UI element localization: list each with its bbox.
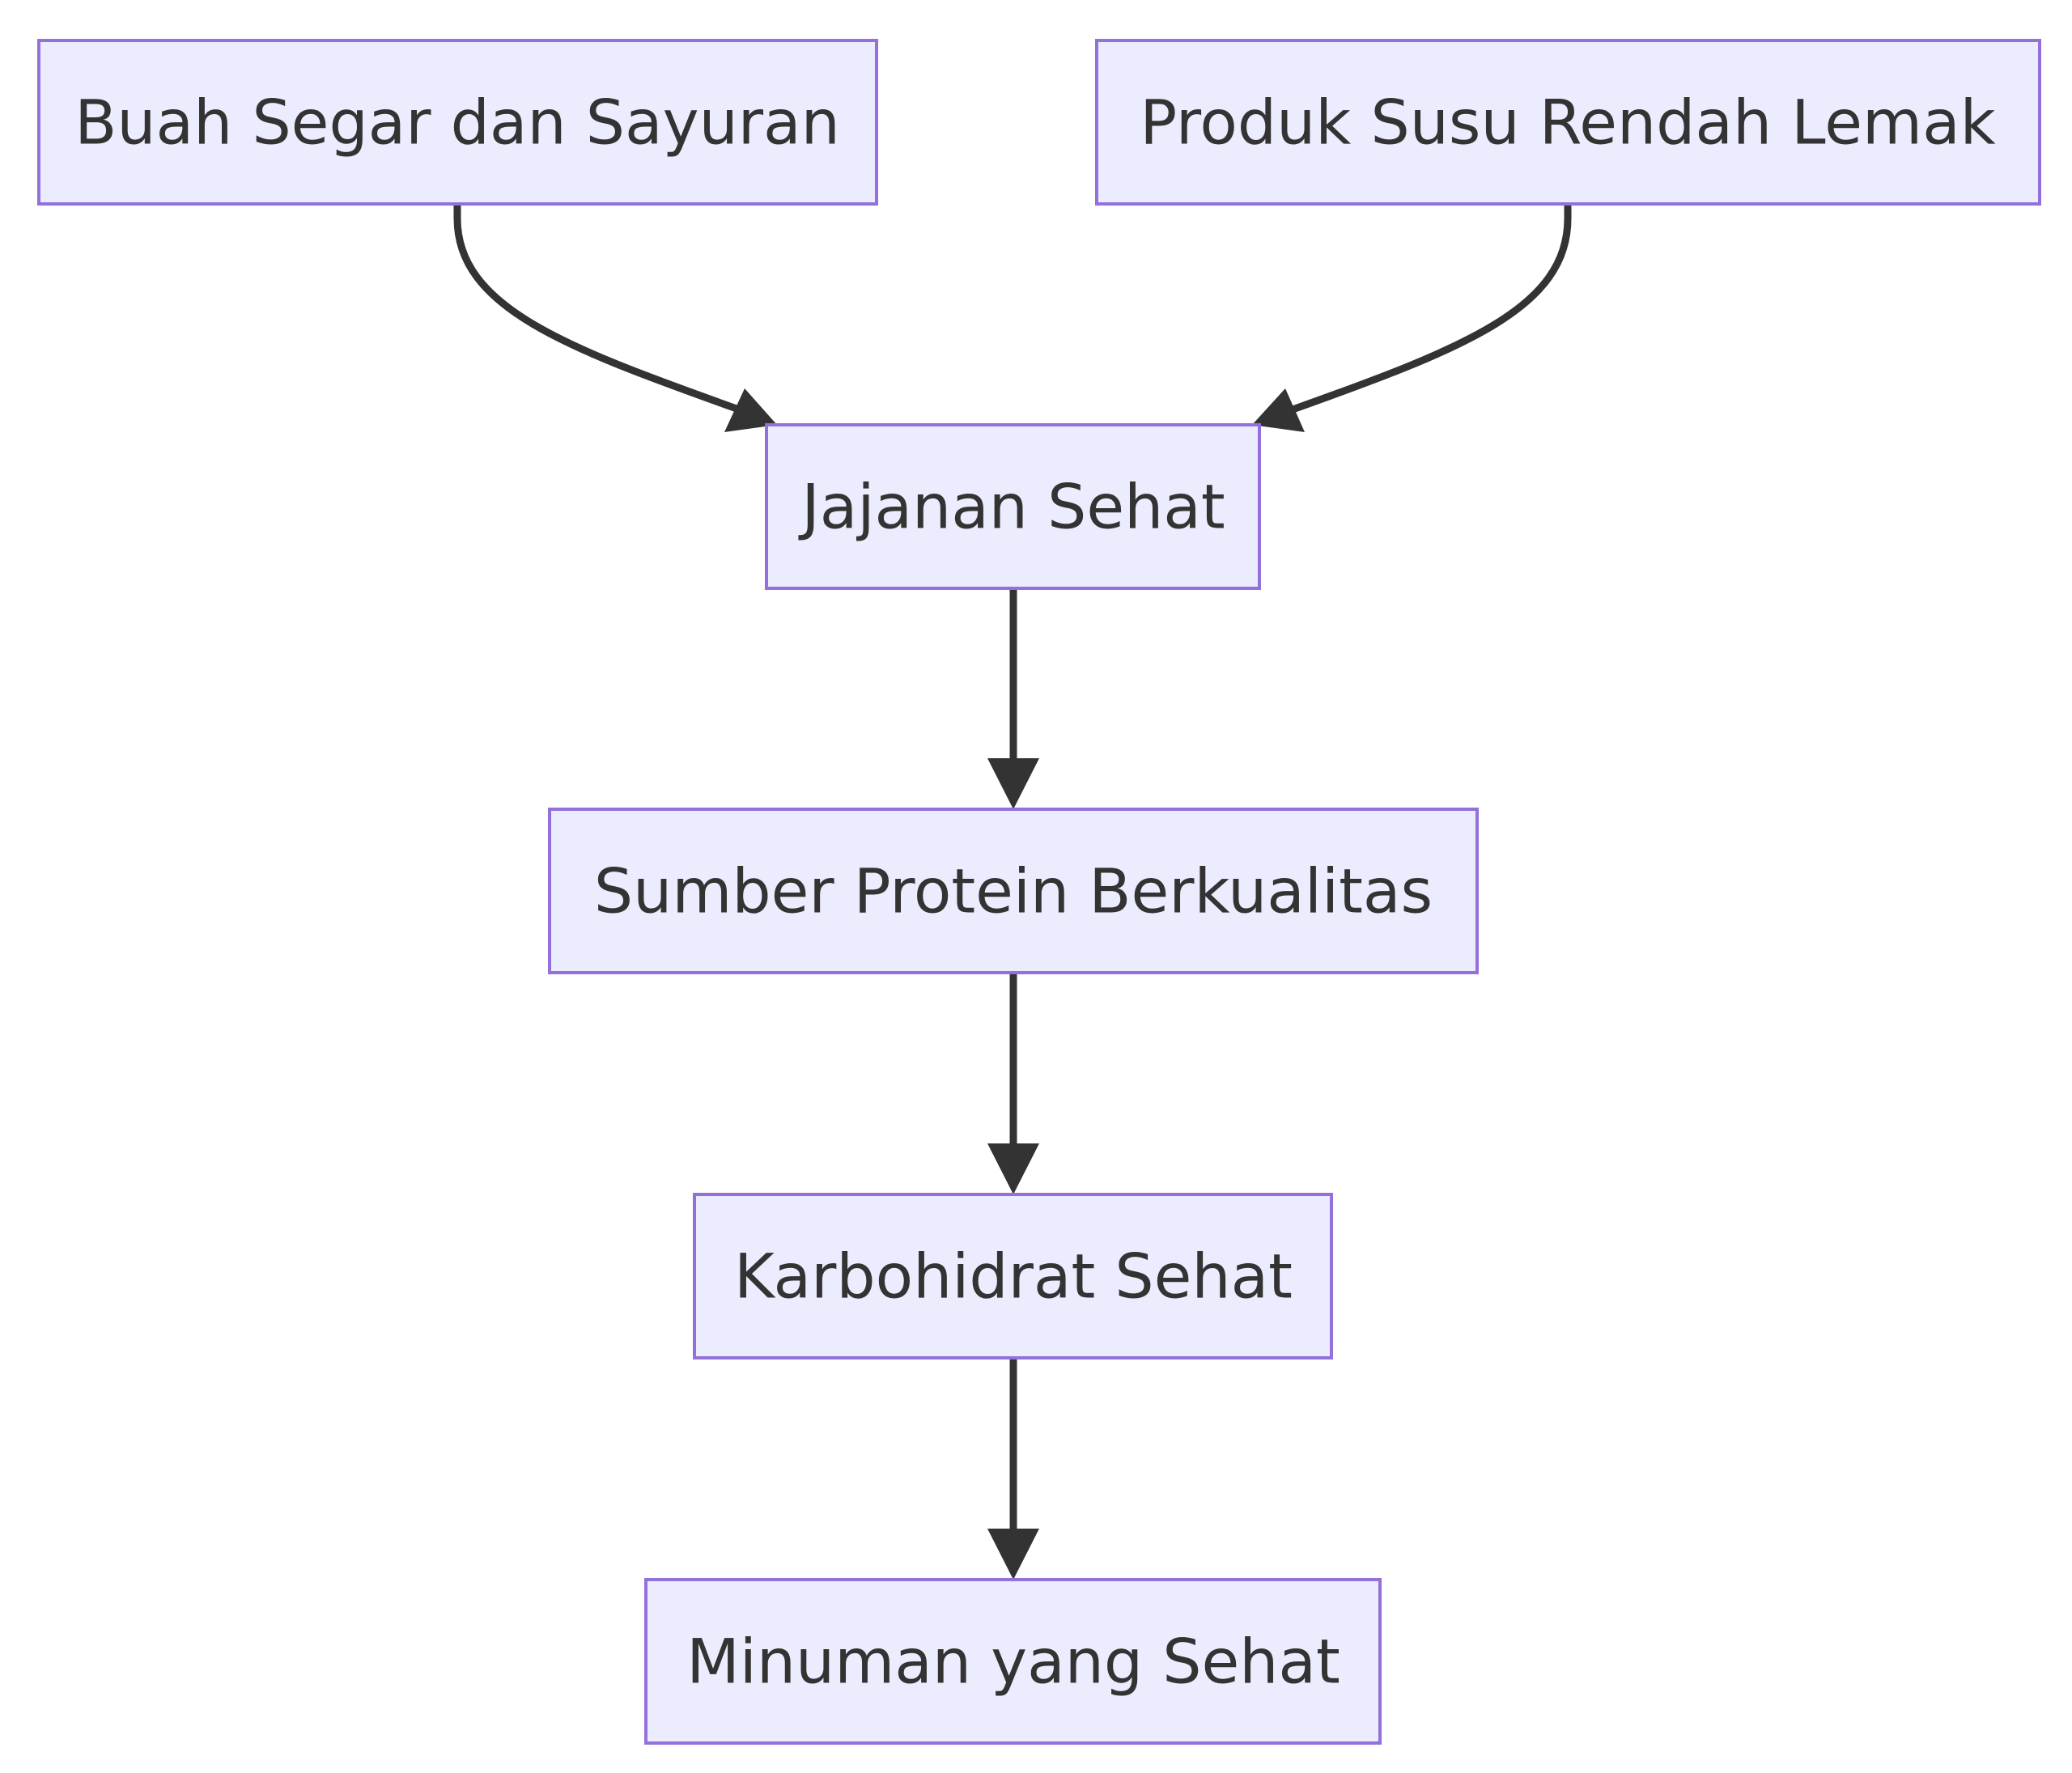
arrow-head-jajanan-to-protein — [987, 758, 1039, 809]
edges — [453, 200, 1572, 1580]
node-label: Minuman yang Sehat — [686, 1626, 1340, 1698]
node-produk-susu-rendah-lemak[interactable]: Produk Susu Rendah Lemak — [1095, 39, 2041, 206]
node-box — [644, 1578, 1382, 1745]
edge-buah-to-jajanan — [453, 200, 741, 413]
node-label: Buah Segar dan Sayuran — [74, 87, 840, 159]
node-box — [548, 808, 1479, 974]
node-minuman-yang-sehat[interactable]: Minuman yang Sehat — [644, 1578, 1382, 1745]
node-buah-segar-dan-sayuran[interactable]: Buah Segar dan Sayuran — [37, 39, 878, 206]
arrow-head-protein-to-karbo — [987, 1143, 1039, 1194]
node-label: Sumber Protein Berkualitas — [594, 855, 1433, 927]
arrow-head-susu-to-jajanan — [1252, 388, 1305, 432]
node-label: Jajanan Sehat — [798, 471, 1225, 543]
node-label: Produk Susu Rendah Lemak — [1140, 87, 1995, 159]
node-jajanan-sehat[interactable]: Jajanan Sehat — [765, 423, 1261, 590]
node-box — [37, 39, 878, 206]
edge-susu-to-jajanan — [1291, 200, 1572, 413]
node-box — [1095, 39, 2041, 206]
node-sumber-protein-berkualitas[interactable]: Sumber Protein Berkualitas — [548, 808, 1479, 974]
node-box — [765, 423, 1261, 590]
arrow-head-karbo-to-minuman — [987, 1529, 1039, 1580]
node-box — [693, 1193, 1333, 1359]
node-karbohidrat-sehat[interactable]: Karbohidrat Sehat — [693, 1193, 1333, 1359]
arrow-head-buah-to-jajanan — [724, 388, 777, 432]
node-label: Karbohidrat Sehat — [734, 1241, 1293, 1313]
